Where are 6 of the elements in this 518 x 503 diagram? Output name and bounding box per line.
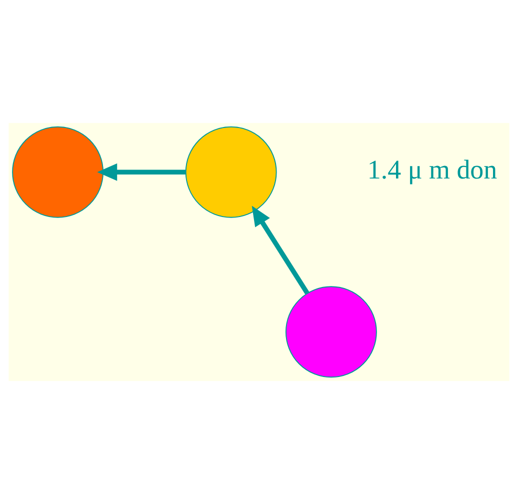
node-circle: [12, 126, 104, 218]
arrow: [252, 205, 310, 294]
arrow: [97, 162, 186, 180]
node-circle: [285, 286, 377, 378]
label: 1.4 μ m don: [367, 154, 498, 184]
node-circle: [185, 126, 277, 218]
